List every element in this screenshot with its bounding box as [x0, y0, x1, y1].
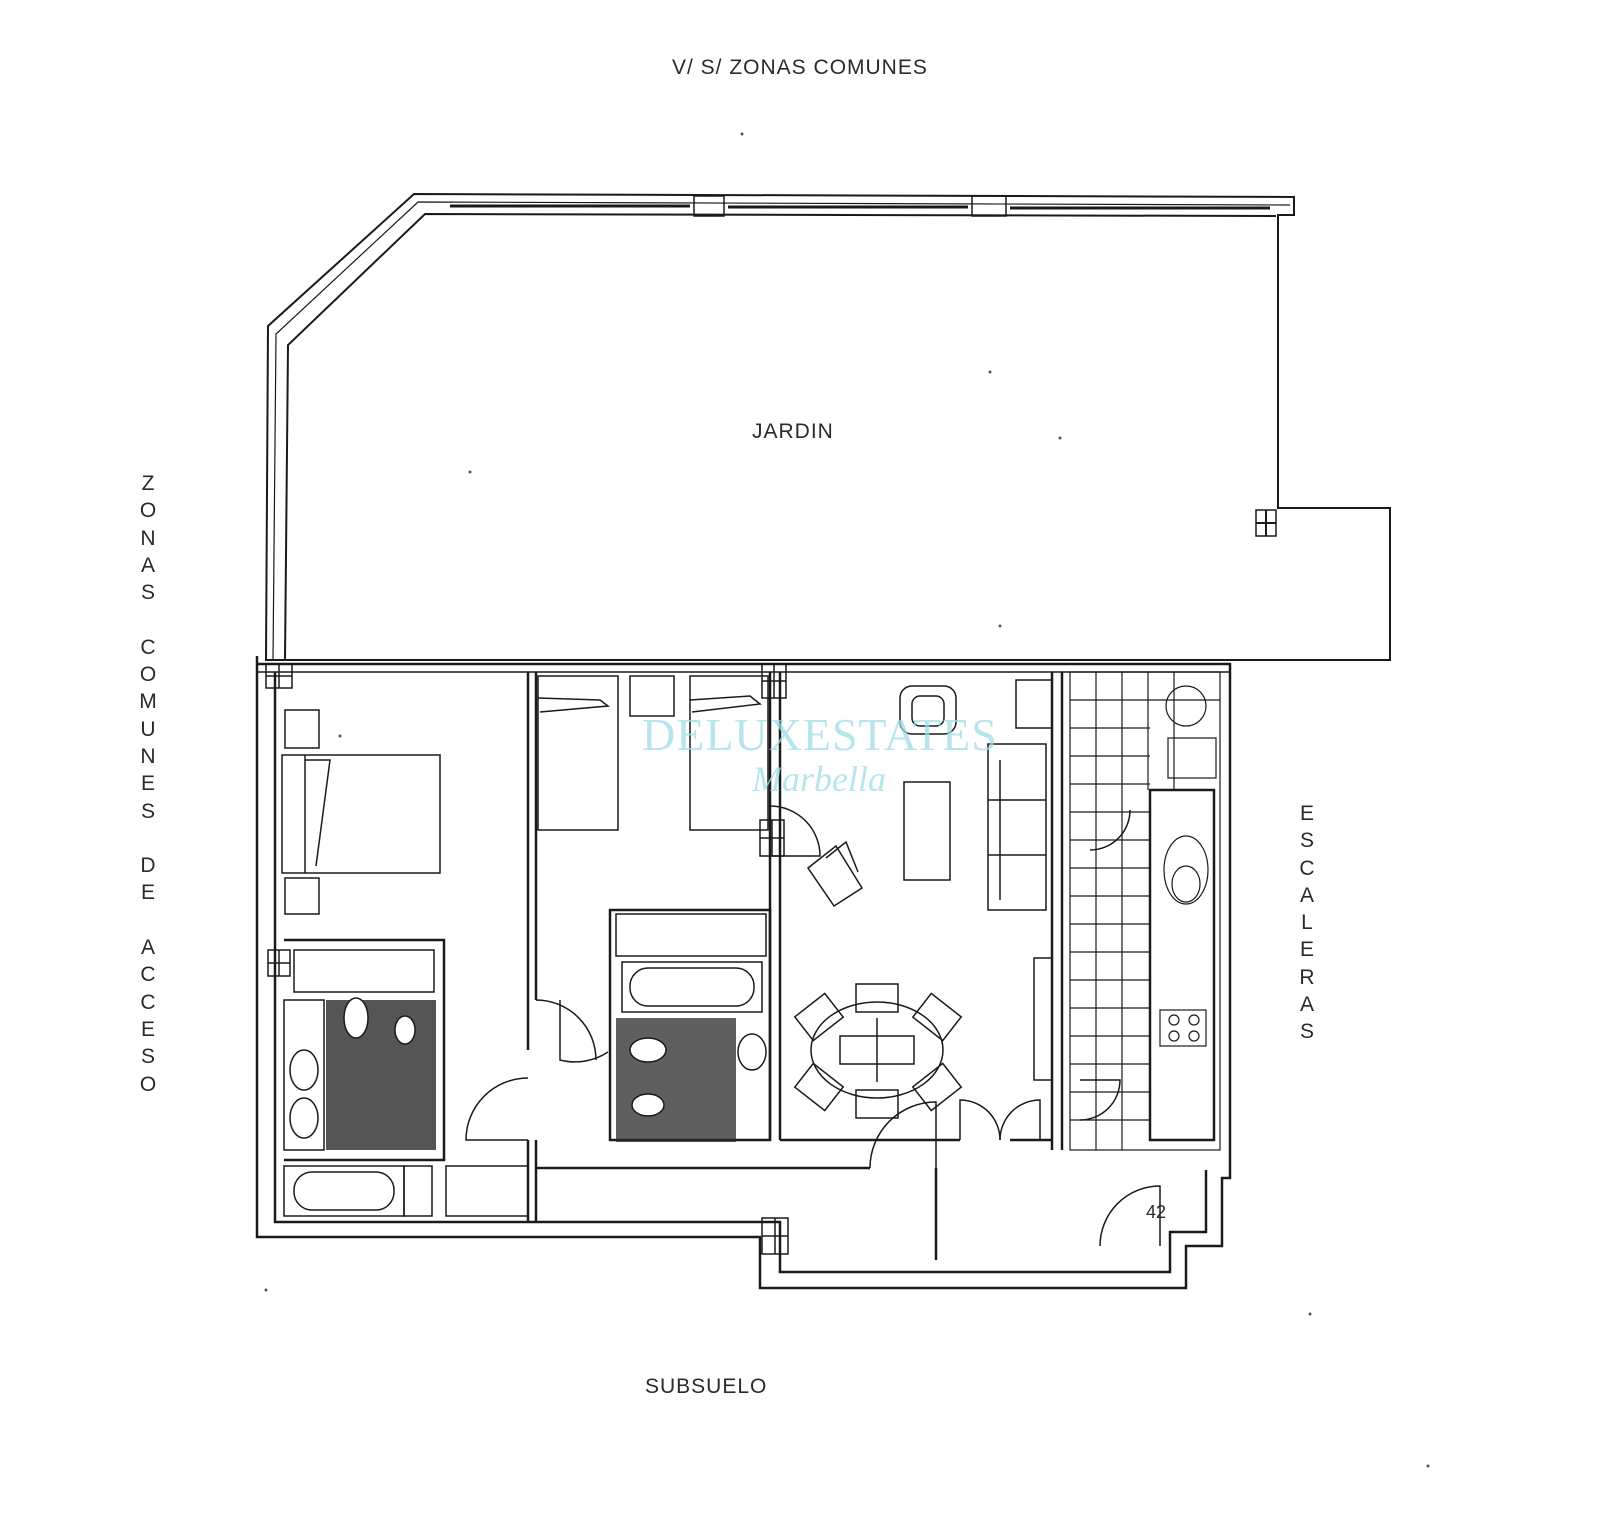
- vertical-letter: E: [1299, 802, 1314, 825]
- vertical-letter: C: [140, 635, 156, 659]
- vertical-letter: S: [140, 799, 155, 823]
- top-label: V/ S/ ZONAS COMUNES: [672, 56, 928, 79]
- vertical-letter: S: [1299, 829, 1314, 853]
- vertical-letter: A: [140, 553, 155, 577]
- watermark-brand: DELUXESTATES: [642, 709, 998, 760]
- vertical-letter: C: [140, 990, 156, 1014]
- vertical-letter: R: [1299, 965, 1315, 989]
- vertical-letter: L: [1301, 911, 1313, 935]
- vertical-letter: U: [140, 717, 156, 741]
- vertical-letter: Z: [141, 472, 155, 495]
- vertical-letter: O: [139, 663, 157, 687]
- vertical-letter: [133, 907, 163, 934]
- vertical-letter: D: [140, 854, 156, 878]
- vertical-letter: [133, 825, 163, 852]
- vertical-letter: A: [1299, 883, 1314, 907]
- vertical-letter: A: [1299, 993, 1314, 1017]
- vertical-letter: S: [1299, 1020, 1314, 1044]
- vertical-letter: S: [140, 1045, 155, 1069]
- garden-boundary: [264, 192, 1391, 661]
- watermark-sub: Marbella: [752, 759, 886, 799]
- bedroom-2-furniture: [537, 675, 769, 1142]
- unit-number: 42: [1146, 1202, 1167, 1222]
- vertical-letter: N: [140, 744, 156, 768]
- vertical-letter: O: [139, 499, 157, 523]
- vertical-letter: O: [139, 1072, 157, 1096]
- vertical-letter: C: [140, 963, 156, 987]
- vertical-letter: A: [140, 936, 155, 960]
- vertical-letter: N: [140, 526, 156, 550]
- garden-label: JARDIN: [752, 420, 834, 443]
- vertical-letter: M: [139, 690, 157, 714]
- bedroom-1-furniture: [281, 709, 441, 993]
- vertical-letter: E: [1299, 938, 1314, 962]
- vertical-letter: C: [1299, 856, 1315, 880]
- living-room-furniture: [793, 679, 1053, 1119]
- vertical-letter: E: [140, 772, 155, 796]
- door-swings: [465, 805, 1161, 1247]
- bathroom-1: [283, 997, 529, 1217]
- scan-speckles: [264, 132, 1430, 1468]
- vertical-letter: S: [140, 581, 155, 605]
- vertical-letter: E: [140, 1017, 155, 1041]
- vertical-letter: [133, 606, 163, 633]
- bottom-label: SUBSUELO: [645, 1375, 768, 1398]
- vertical-letter: E: [140, 881, 155, 905]
- kitchen-tiles: [1069, 671, 1221, 1151]
